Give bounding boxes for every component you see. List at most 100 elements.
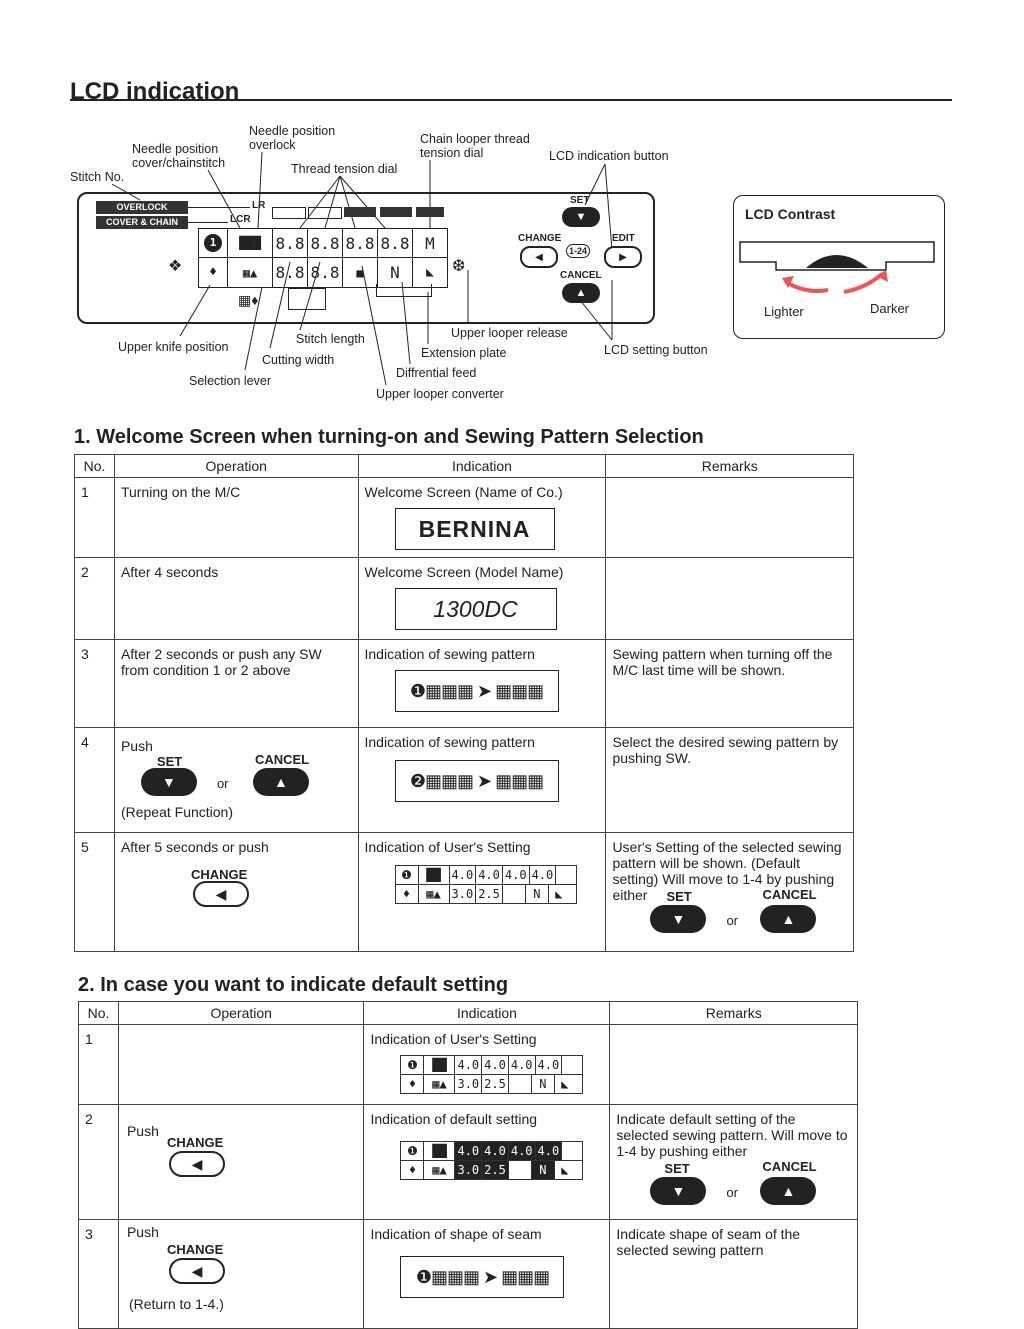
cancel-button[interactable]: ▲ (562, 283, 600, 303)
cancel-button[interactable]: ▲ (760, 1177, 817, 1205)
cancel-caption: CANCEL (762, 887, 817, 902)
lcd-val: 2.5 (482, 1161, 509, 1179)
lcd-val: 4.0 (450, 866, 477, 884)
edit-label: EDIT (612, 233, 635, 244)
table-header-row: No. Operation Indication Remarks (78, 1001, 858, 1025)
row-operation: Push (126, 1123, 159, 1139)
set-caption: SET (666, 889, 692, 904)
row-operation (119, 1025, 364, 1037)
bracket-icon (376, 284, 432, 297)
cancel-caption: CANCEL (762, 1159, 817, 1174)
looper-side-icon: ❆ (452, 258, 466, 275)
row-no: 4 (81, 734, 89, 750)
change-button[interactable]: ◀ (520, 246, 558, 268)
lever-icon: ▦♦ (238, 292, 259, 308)
table-row: 3 After 2 seconds or push any SW from co… (74, 639, 854, 728)
edit-button[interactable]: ▶ (604, 246, 642, 268)
change-button[interactable]: ◀ (192, 881, 249, 907)
title-rule (70, 99, 952, 101)
row-remarks: Indicate default setting of the selected… (616, 1111, 848, 1159)
lcd-digit: 8.8 (273, 258, 308, 287)
col-remarks: Remarks (605, 454, 854, 478)
cancel-button[interactable]: ▲ (760, 905, 817, 933)
contrast-box (733, 195, 945, 339)
cancel-button[interactable]: ▲ (252, 768, 309, 796)
lcd-val: 4.0 (482, 1056, 509, 1074)
row-operation-note: (Repeat Function) (120, 804, 234, 820)
set-button[interactable]: ▼ (140, 768, 197, 796)
lcd-digit: 8.8 (378, 229, 413, 257)
row-operation: After 4 seconds (120, 564, 219, 580)
or-text: or (726, 1185, 738, 1200)
row-operation: Push (120, 738, 153, 754)
cover-line (188, 222, 228, 223)
row-indication: Indication of User's Setting (370, 1031, 537, 1047)
model-display: 1300DC (394, 588, 557, 630)
row-no: 1 (81, 484, 89, 500)
needle-icon: ███ (228, 229, 273, 257)
lcd-val: N (532, 1075, 555, 1093)
row-no: 5 (81, 839, 89, 855)
lcd-val: 3.0 (455, 1075, 483, 1093)
or-text: or (216, 776, 229, 791)
set-button[interactable]: ▼ (650, 905, 707, 933)
indicator-bar (380, 207, 412, 217)
plate-icon: ▦▲ (228, 258, 273, 287)
table-row: 1 Indication of User's Setting ❶██ 4.0 4… (78, 1024, 858, 1105)
table-row: 4 Push SET ▼ or CANCEL ▲ (Repeat Functio… (74, 727, 854, 833)
label-lcd-button: LCD indication button (549, 149, 669, 163)
lcd-val: 3.0 (455, 1161, 483, 1179)
change-label: CHANGE (518, 233, 562, 244)
table-row: 1 Turning on the M/C Welcome Screen (Nam… (74, 477, 854, 558)
lcd-digit: 8.8 (343, 229, 378, 257)
brand-display: BERNINA (394, 508, 555, 550)
section2-table: No. Operation Indication Remarks 1 Indic… (78, 1001, 858, 1329)
contrast-title: LCD Contrast (745, 206, 836, 222)
change-button[interactable]: ◀ (168, 1151, 225, 1177)
lcd-val: 2.5 (482, 1075, 509, 1093)
converter-icon: ■ (343, 258, 378, 287)
change-button[interactable]: ◀ (168, 1258, 225, 1284)
cancel-label: CANCEL (560, 270, 602, 281)
lcd-val: 4.0 (503, 866, 530, 884)
contrast-darker: Darker (870, 301, 910, 316)
col-indication: Indication (363, 1001, 611, 1025)
indicator-bar (308, 207, 342, 219)
indicator-bar (272, 207, 306, 219)
lcr-label: LCR (230, 214, 251, 225)
lcd-val: 4.0 (536, 1056, 563, 1074)
plate-shape-icon (288, 288, 326, 310)
lcd-val: 4.0 (509, 1056, 536, 1074)
lcd-panel (77, 192, 655, 324)
row-remarks (606, 558, 853, 570)
table-row: 3 Push CHANGE ◀ (Return to 1-4.) Indicat… (78, 1219, 858, 1329)
label-upper-looper-converter: Upper looper converter (376, 387, 504, 401)
user-setting-lcd: ❶██ 4.0 4.0 4.0 4.0 ♦▦▲ 3.0 2.5 N ◣ (394, 865, 578, 904)
col-operation: Operation (113, 454, 359, 478)
set-label: SET (570, 195, 590, 206)
lcd-val: 4.0 (530, 866, 557, 884)
contrast-lighter: Lighter (764, 304, 804, 319)
label-thread-tension: Thread tension dial (291, 162, 398, 176)
set-button[interactable]: ▼ (650, 1177, 707, 1205)
set-button[interactable]: ▼ (562, 207, 600, 227)
knife-icon: ♦ (199, 258, 228, 287)
col-operation: Operation (117, 1001, 365, 1025)
row-no: 2 (85, 1111, 93, 1127)
overlock-tag: OVERLOCK (96, 201, 188, 214)
user-setting-lcd: ❶██ 4.0 4.0 4.0 4.0 ♦▦▲ 3.0 2.5 N ◣ (400, 1055, 584, 1094)
change-caption: CHANGE (166, 1135, 224, 1150)
label-upper-knife: Upper knife position (118, 340, 229, 354)
label-chain-looper: Chain looper thread tension dial (420, 132, 530, 160)
cover-chain-tag: COVER & CHAIN (96, 216, 188, 229)
row-remarks (606, 478, 853, 490)
row-indication: Welcome Screen (Name of Co.) (364, 484, 563, 500)
section1-table: No. Operation Indication Remarks 1 Turni… (74, 454, 854, 952)
label-cutting-width: Cutting width (262, 353, 335, 367)
label-upper-looper-release: Upper looper release (451, 326, 568, 340)
col-remarks: Remarks (609, 1001, 858, 1025)
contrast-dial-icon (739, 241, 935, 294)
lcd-val: N (526, 885, 549, 903)
cancel-caption: CANCEL (254, 752, 310, 767)
row-operation: After 2 seconds or push any SW from cond… (120, 646, 322, 678)
